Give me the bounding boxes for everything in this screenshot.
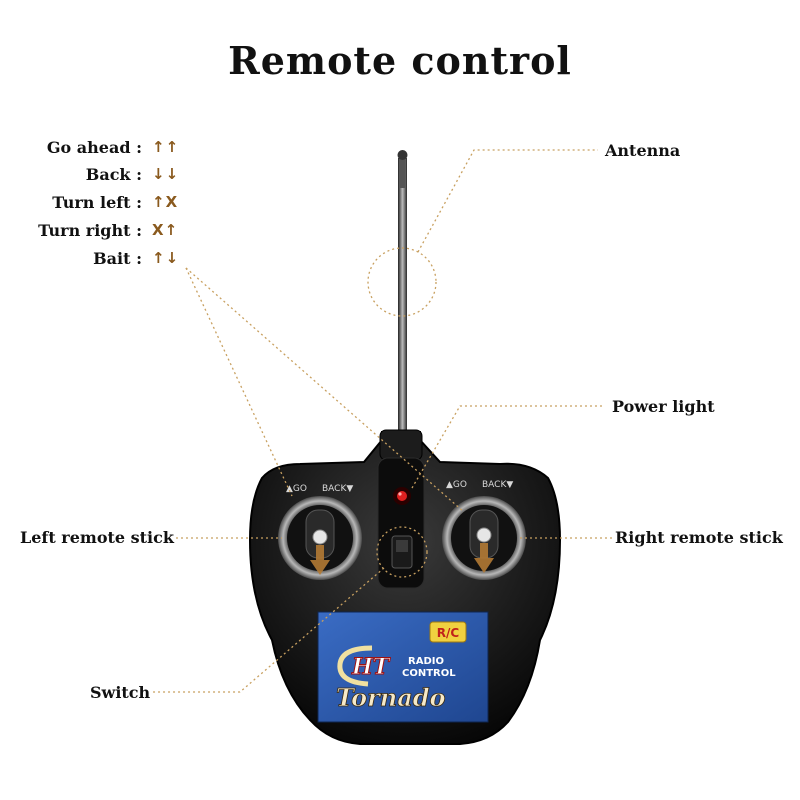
callout-power-light: Power light [612, 397, 715, 416]
legend-label: Go ahead : [46, 137, 142, 157]
antenna-leader [417, 149, 598, 253]
legend-row-turn-left: Turn left : ↑X [6, 190, 178, 214]
callout-left-remote-stick: Left remote stick [20, 528, 174, 547]
bait-right-leader [185, 267, 465, 513]
right-go-label: ▲GO [446, 480, 467, 490]
antenna-mount [379, 429, 423, 461]
left-back-label: BACK▼ [322, 484, 353, 494]
page-title: Remote control [228, 38, 572, 83]
power-light-leader [411, 405, 604, 489]
arrow-up-up-icon: ↑↑ [152, 138, 180, 156]
svg-text:R/C: R/C [437, 626, 460, 640]
leader-lines [152, 149, 614, 693]
legend-label: Turn left : [52, 192, 142, 212]
legend-row-go-ahead: Go ahead : ↑↑ [6, 135, 179, 159]
callout-antenna: Antenna [605, 141, 681, 160]
right-back-label: BACK▼ [482, 480, 513, 490]
legend-label: Turn right : [38, 220, 142, 240]
left-remote-stick[interactable] [278, 496, 362, 580]
brand-logo-text: HT [351, 654, 391, 680]
arrow-up-x-icon: ↑X [152, 193, 179, 211]
x-arrow-up-icon: X↑ [152, 221, 179, 239]
brand-swoosh [337, 645, 373, 687]
legend-row-bait: Bait : ↑↓ [6, 246, 179, 270]
switch-leader [152, 567, 385, 693]
antenna-rod [398, 158, 407, 438]
radio-text: RADIO [408, 656, 444, 667]
arrow-down-down-icon: ↓↓ [152, 165, 180, 183]
brand-panel: R/C HT RADIO CONTROL Tornado [317, 611, 489, 723]
callout-switch: Switch [90, 683, 151, 702]
rc-badge [429, 621, 467, 643]
control-text: CONTROL [402, 668, 456, 679]
right-stick-knob [476, 527, 492, 543]
switch-highlight-ring [376, 526, 428, 578]
legend-label: Bait : [93, 248, 142, 268]
antenna-highlight-ring [367, 247, 437, 317]
bait-left-leader [185, 267, 293, 497]
brand-name-text: Tornado [336, 683, 446, 712]
legend-row-turn-right: Turn right : X↑ [6, 218, 178, 242]
left-go-label: ▲GO [286, 484, 307, 494]
down-arrow-icon [474, 543, 494, 573]
right-remote-stick[interactable] [442, 496, 526, 580]
antenna-tip [397, 150, 408, 160]
callout-right-remote-stick: Right remote stick [615, 528, 783, 547]
arrow-up-down-icon: ↑↓ [152, 249, 180, 267]
down-arrow-icon [310, 545, 330, 575]
antenna [397, 150, 408, 438]
power-led [397, 491, 407, 501]
left-stick-knob [312, 529, 328, 545]
legend-row-back: Back : ↓↓ [6, 162, 179, 186]
legend-label: Back : [85, 164, 142, 184]
